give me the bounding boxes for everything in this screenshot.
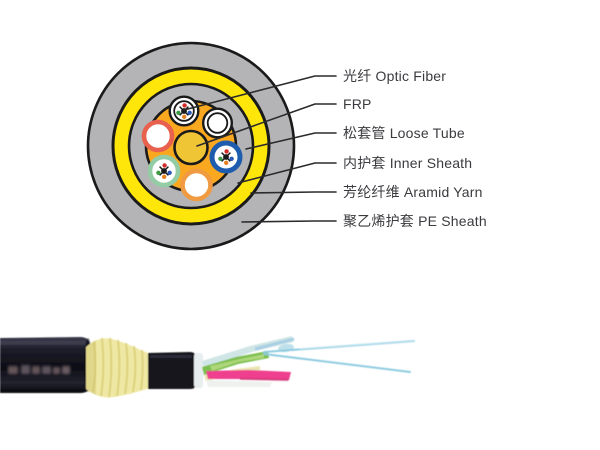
cable-jacket xyxy=(0,337,90,393)
loose-tube-black-top xyxy=(168,95,200,127)
leader-frp xyxy=(196,103,337,147)
leader-aramid-yarn xyxy=(250,191,337,194)
label-inner-sheath: 内护套 Inner Sheath xyxy=(343,155,473,171)
loose-tubes-fan xyxy=(202,336,295,387)
aramid-yarn-bundle xyxy=(86,337,150,398)
loose-tube-green xyxy=(147,154,181,188)
leader-optic-fiber xyxy=(183,75,337,111)
label-aramid-yarn: 芳纶纤维 Aramid Yarn xyxy=(343,184,483,200)
label-frp: FRP xyxy=(343,96,372,112)
leader-pe-sheath xyxy=(241,220,337,223)
loose-tube-red xyxy=(141,119,175,153)
loose-tube-black-topright xyxy=(201,107,233,139)
leader-inner-sheath xyxy=(237,162,337,184)
cable-photo xyxy=(0,336,415,398)
leader-lines xyxy=(183,75,337,223)
label-pe-sheath: 聚乙烯护套 PE Sheath xyxy=(343,213,487,229)
label-loose-tube: 松套管 Loose Tube xyxy=(343,125,465,141)
jacket-marking xyxy=(8,365,70,374)
frp-strength-member xyxy=(173,129,209,166)
label-optic-fiber: 光纤 Optic Fiber xyxy=(343,68,447,84)
bare-optic-fibers xyxy=(263,340,415,373)
sheath-end-collar xyxy=(194,353,203,388)
fan-tube-pink xyxy=(206,370,291,380)
cross-section-diagram xyxy=(86,41,296,251)
leader-loose-tube xyxy=(245,132,337,150)
loose-tube-orange xyxy=(180,168,213,202)
inner-sheath-segment xyxy=(148,352,203,389)
loose-tube-blue xyxy=(209,140,243,174)
